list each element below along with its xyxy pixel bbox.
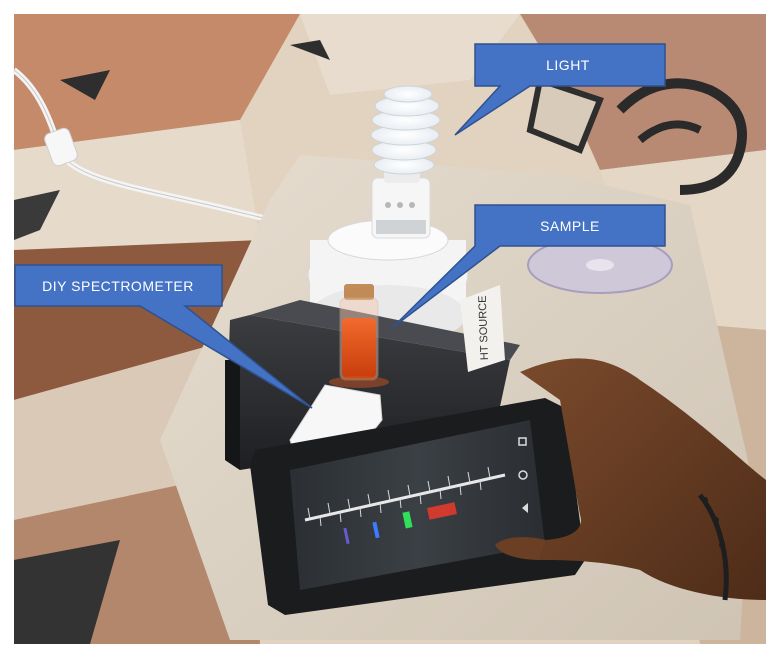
callout-sample: SAMPLE bbox=[391, 204, 666, 329]
spectrum-line-violet bbox=[343, 527, 350, 545]
callout-spectrometer: DIY SPECTROMETER bbox=[14, 264, 313, 409]
spectrum-line-red bbox=[427, 502, 457, 520]
smartphone bbox=[250, 398, 585, 615]
light-source-card: HT SOURCE bbox=[460, 285, 505, 372]
callout-sample-text: SAMPLE bbox=[540, 218, 600, 234]
spectrum-line-green bbox=[402, 511, 413, 529]
callout-light: LIGHT bbox=[454, 43, 666, 136]
callout-light-text: LIGHT bbox=[546, 57, 590, 73]
light-source-label: HT SOURCE bbox=[477, 295, 491, 360]
hand bbox=[495, 358, 766, 601]
spectrum-line-blue bbox=[372, 521, 380, 539]
light-bulb bbox=[370, 85, 441, 183]
sample-vial bbox=[329, 284, 389, 388]
callout-spectrometer-text: DIY SPECTROMETER bbox=[42, 278, 194, 294]
